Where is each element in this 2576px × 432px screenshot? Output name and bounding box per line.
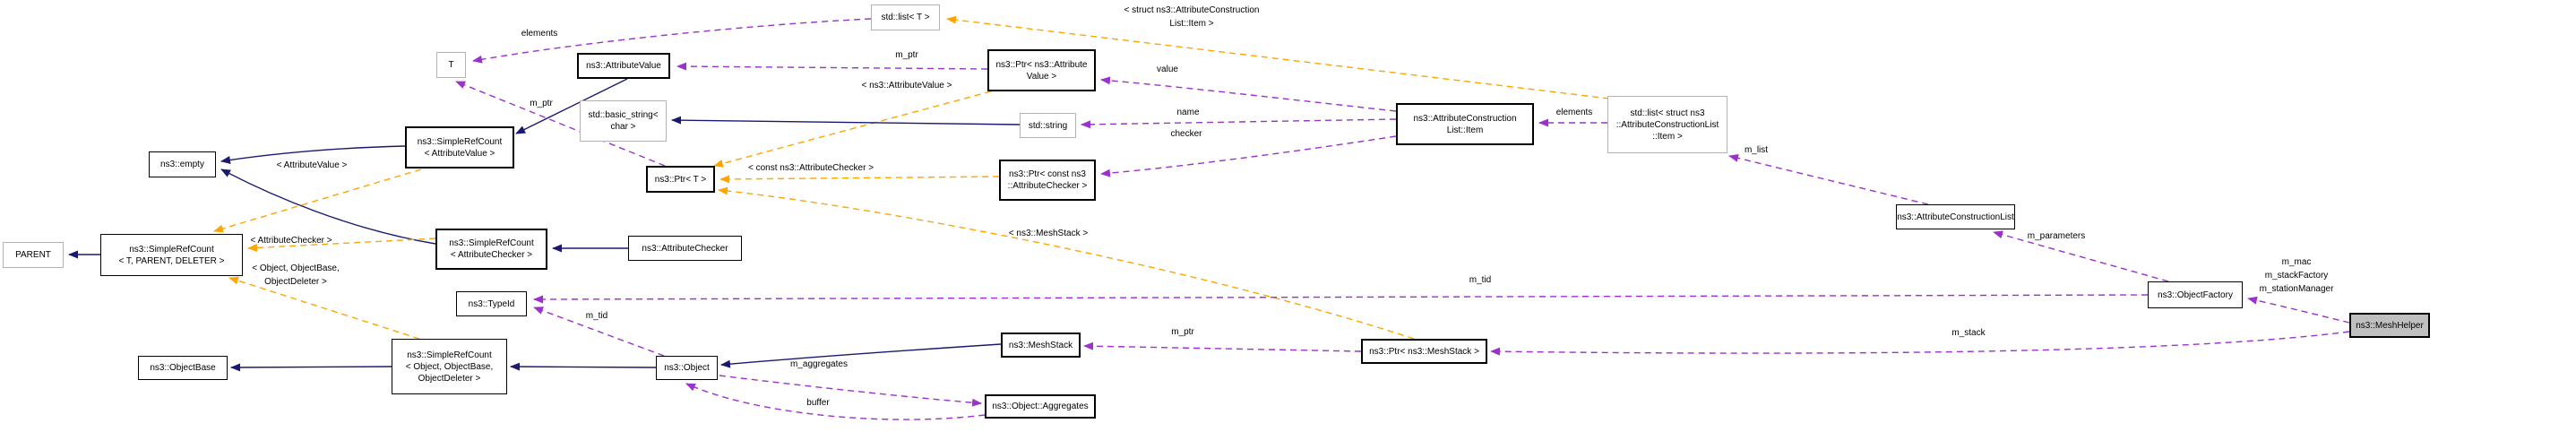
edge-label-ptr-attribute-value-to-attribute-value: m_ptr — [895, 50, 918, 60]
node-t: T — [436, 52, 466, 78]
edge-mesh-helper-to-object-factory — [2247, 296, 2350, 324]
edge-std-list-t-to-t — [472, 18, 872, 64]
edge-mesh-helper-to-ptr-mesh-stack — [1490, 331, 2350, 356]
edge-ptr-mesh-stack-to-ptr-t — [718, 186, 1415, 340]
edge-label-object-factory-to-typeid: m_tid — [1469, 275, 1492, 285]
edge-label-ptr-attribute-value-to-ptr-t: < ns3::AttributeValue > — [861, 81, 952, 91]
edge-src-object-to-src-t-parent-deleter — [228, 276, 420, 340]
edge-acl-item-to-std-string — [1081, 118, 1397, 129]
edge-label-std-list-t-to-t: elements — [521, 29, 558, 39]
edge-label-mesh-helper-to-ptr-mesh-stack: m_stack — [1951, 328, 1986, 338]
node-ptr-t[interactable]: ns3::Ptr< T > — [646, 166, 715, 193]
edge-acl-item-to-ptr-const-attribute-checker — [1100, 135, 1397, 177]
edge-src-attribute-value-to-src-t-parent-deleter — [213, 168, 422, 233]
node-object-factory[interactable]: ns3::ObjectFactory — [2148, 281, 2243, 308]
node-std-list-t: std::list< T > — [871, 4, 940, 30]
edge-ptr-mesh-stack-to-mesh-stack — [1083, 341, 1362, 352]
edge-label-acl-to-std-list-struct-item: m_list — [1744, 145, 1769, 155]
edge-ptr-t-to-t — [455, 81, 666, 167]
edge-label-src-object-to-src-t-parent-deleter: < Object, ObjectBase, ObjectDeleter > — [252, 264, 340, 287]
node-object-base[interactable]: ns3::ObjectBase — [138, 356, 228, 380]
edge-std-string-to-basic-string — [671, 116, 1021, 125]
edge-label-acl-item-to-ptr-const-attribute-checker: checker — [1170, 129, 1202, 139]
edge-label-src-attribute-value-to-src-t-parent-deleter: < AttributeValue > — [276, 160, 348, 170]
node-attribute-value[interactable]: ns3::AttributeValue — [577, 53, 670, 79]
edge-mesh-stack-to-object — [720, 343, 1002, 368]
node-parent: PARENT — [3, 242, 64, 268]
node-src-attribute-checker[interactable]: ns3::SimpleRefCount < AttributeChecker > — [435, 229, 547, 270]
edge-label-object-to-typeid: m_tid — [585, 311, 608, 321]
node-basic-string: std::basic_string< char > — [580, 100, 667, 142]
edge-ptr-attribute-value-to-attribute-value — [676, 62, 988, 71]
edge-label-ptr-const-attribute-checker-to-ptr-t: < const ns3::AttributeChecker > — [747, 163, 874, 173]
edge-label-acl-item-to-std-string: name — [1176, 108, 1200, 117]
node-src-attribute-value[interactable]: ns3::SimpleRefCount < AttributeValue > — [405, 126, 514, 168]
edge-label-mesh-helper-to-object-factory: m_mac m_stackFactory m_stationManager — [2259, 257, 2334, 294]
node-src-object[interactable]: ns3::SimpleRefCount < Object, ObjectBase… — [392, 339, 507, 394]
edge-ptr-const-attribute-checker-to-ptr-t — [719, 175, 1000, 184]
edge-attribute-value-to-src-attribute-value — [515, 78, 628, 134]
edge-label-std-list-struct-item-to-acl-item: elements — [1555, 108, 1593, 117]
edge-label-ptr-mesh-stack-to-mesh-stack: m_ptr — [1171, 327, 1194, 337]
edge-acl-item-to-ptr-attribute-value — [1100, 76, 1397, 112]
edge-object-to-aggregates — [719, 375, 982, 407]
edge-object-to-typeid — [533, 307, 665, 357]
node-ptr-const-attribute-checker[interactable]: ns3::Ptr< const ns3 ::AttributeChecker > — [999, 160, 1096, 201]
node-std-string: std::string — [1020, 113, 1076, 138]
edge-src-attribute-value-to-empty — [220, 145, 406, 164]
edge-label-src-attribute-checker-to-src-t-parent-deleter: < AttributeChecker > — [250, 236, 332, 246]
edge-src-attribute-checker-to-empty — [220, 168, 436, 245]
edge-label-aggregates-to-object: buffer — [806, 398, 830, 408]
node-mesh-helper: ns3::MeshHelper — [2349, 313, 2430, 338]
edge-src-attribute-checker-to-src-t-parent-deleter — [247, 238, 436, 252]
node-aggregates[interactable]: ns3::Object::Aggregates — [985, 394, 1096, 419]
node-ptr-mesh-stack[interactable]: ns3::Ptr< ns3::MeshStack > — [1361, 339, 1487, 364]
node-attribute-checker[interactable]: ns3::AttributeChecker — [628, 236, 742, 261]
node-empty[interactable]: ns3::empty — [149, 151, 216, 177]
edge-group — [68, 15, 2350, 420]
edge-std-list-struct-item-to-std-list-t — [946, 15, 1610, 99]
node-src-t-parent-deleter[interactable]: ns3::SimpleRefCount < T, PARENT, DELETER… — [100, 234, 243, 276]
edge-label-object-factory-to-acl: m_parameters — [2027, 231, 2086, 241]
node-typeid[interactable]: ns3::TypeId — [456, 291, 527, 316]
node-acl-item[interactable]: ns3::AttributeConstruction List::Item — [1396, 103, 1534, 145]
edge-label-object-to-aggregates: m_aggregates — [790, 359, 848, 369]
edge-label-std-list-struct-item-to-std-list-t: < struct ns3::AttributeConstruction List… — [1124, 5, 1260, 29]
edge-object-factory-to-typeid — [533, 294, 2149, 304]
node-ptr-attribute-value[interactable]: ns3::Ptr< ns3::Attribute Value > — [987, 49, 1096, 91]
edge-ptr-attribute-value-to-ptr-t — [713, 91, 992, 168]
node-std-list-struct-item: std::list< struct ns3 ::AttributeConstru… — [1607, 96, 1727, 153]
node-acl[interactable]: ns3::AttributeConstructionList — [1896, 204, 2015, 229]
edge-label-ptr-mesh-stack-to-ptr-t: < ns3::MeshStack > — [1008, 229, 1089, 238]
edge-label-acl-item-to-ptr-attribute-value: value — [1157, 65, 1178, 74]
edge-aggregates-to-object — [685, 383, 986, 420]
node-mesh-stack[interactable]: ns3::MeshStack — [1001, 333, 1081, 358]
edge-acl-to-std-list-struct-item — [1728, 153, 1929, 205]
edge-label-ptr-t-to-t: m_ptr — [530, 99, 553, 108]
node-object[interactable]: ns3::Object — [656, 356, 718, 380]
edge-object-factory-to-acl — [1993, 230, 2169, 282]
